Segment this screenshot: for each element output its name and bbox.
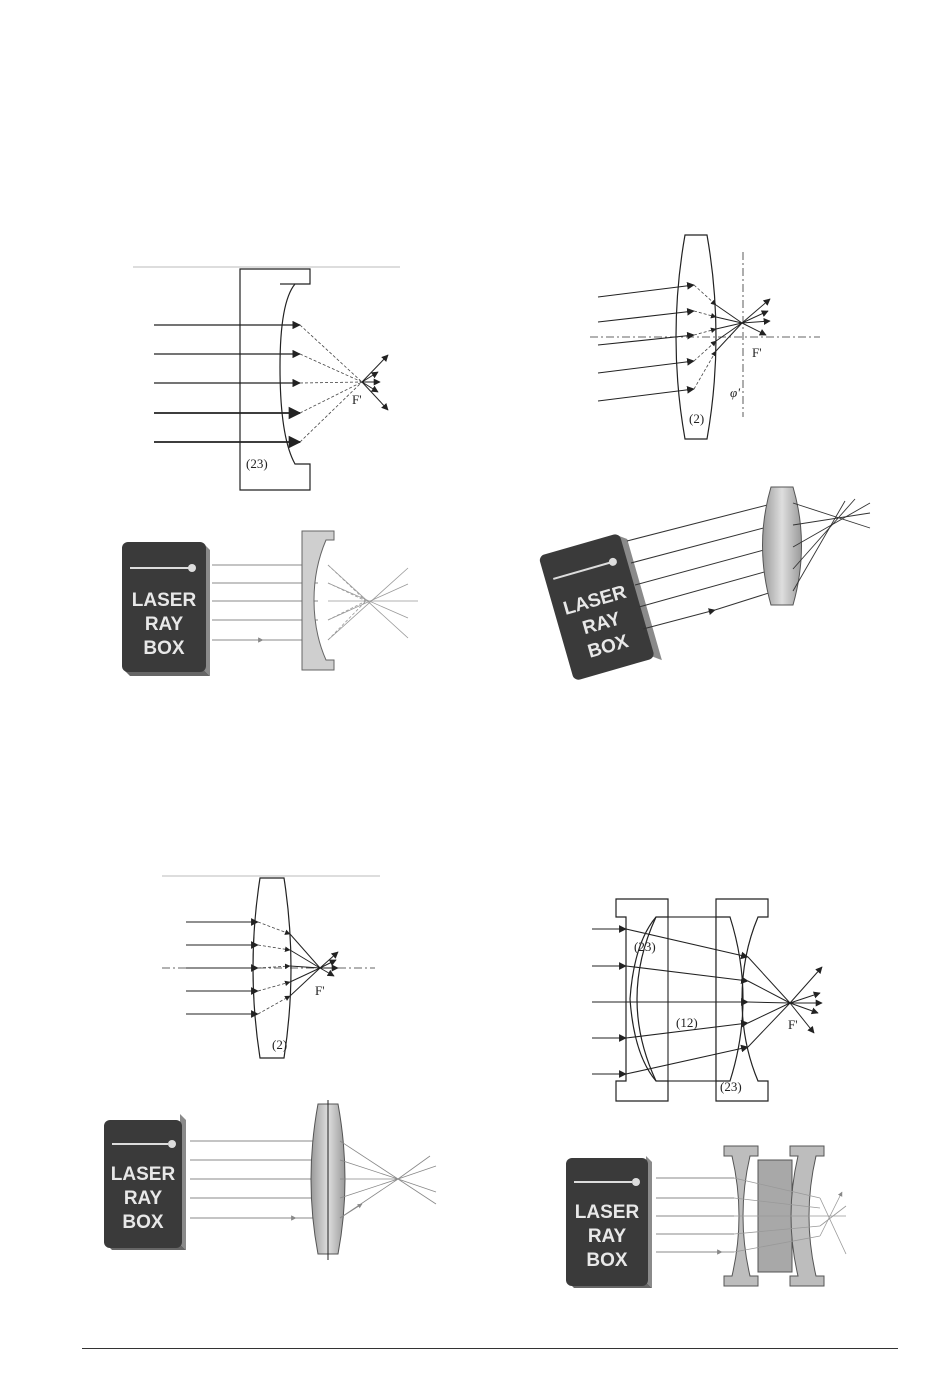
label-lens-2: (2): [689, 411, 704, 426]
box-label-laser: LASER: [111, 1164, 176, 1185]
box-label-box: BOX: [586, 1250, 628, 1271]
laser-ray-box: LASER RAY BOX: [566, 1156, 652, 1288]
label-lens-23-right: (23): [720, 1079, 742, 1094]
label-lens-23: (23): [246, 456, 268, 471]
label-phi: φ': [730, 385, 740, 400]
lens-concave-right: [716, 899, 768, 1101]
box-label-ray: RAY: [145, 614, 184, 635]
diagram-concave-lens: F' (23): [130, 262, 410, 494]
photo-laser-convex-tilted: LASER RAY BOX: [535, 483, 880, 673]
laser-ray-box: LASER RAY BOX: [538, 531, 661, 685]
diagram-convex-lens: F' φ' (2): [590, 227, 830, 445]
label-focal: F': [352, 392, 362, 407]
box-label-laser: LASER: [132, 590, 197, 611]
photo-laser-concave: LASER RAY BOX: [118, 528, 428, 678]
diagram-convex-lens-axis: F' (2): [160, 872, 382, 1068]
photo-laser-convex: LASER RAY BOX: [100, 1100, 440, 1260]
box-label-box: BOX: [122, 1212, 164, 1233]
box-label-box: BOX: [143, 638, 185, 659]
footer-rule: [82, 1348, 898, 1349]
box-label-laser: LASER: [575, 1202, 640, 1223]
label-lens-12: (12): [676, 1015, 698, 1030]
box-label-ray: RAY: [588, 1226, 627, 1247]
lens-concave-3d: [302, 531, 334, 670]
label-focal: F': [315, 983, 325, 998]
laser-ray-box: LASER RAY BOX: [122, 542, 210, 676]
label-focal: F': [788, 1017, 798, 1032]
box-label-ray: RAY: [124, 1188, 163, 1209]
laser-ray-box: LASER RAY BOX: [104, 1114, 186, 1250]
label-focal: F': [752, 345, 762, 360]
label-lens-2: (2): [272, 1037, 287, 1052]
label-lens-23-left: (23): [634, 939, 656, 954]
diagram-lens-system: (23) (12) F' (23): [592, 895, 834, 1107]
photo-laser-lens-system: LASER RAY BOX: [562, 1142, 850, 1290]
